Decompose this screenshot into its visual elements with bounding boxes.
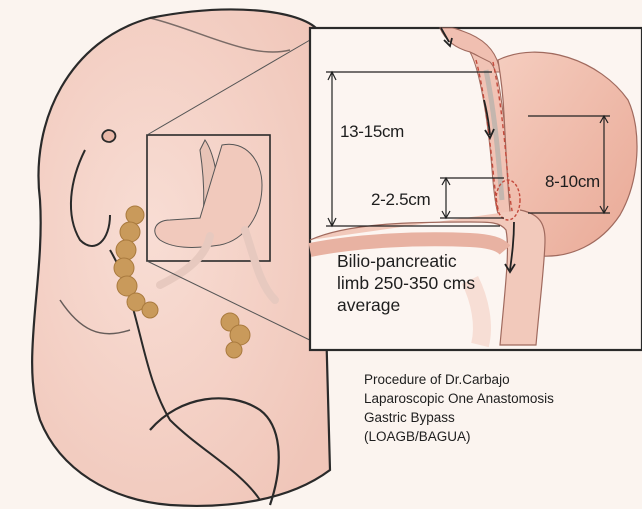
navel xyxy=(102,130,115,142)
procedure-caption: Procedure of Dr.Carbajo Laparoscopic One… xyxy=(364,370,554,446)
colon-segment xyxy=(120,222,140,242)
colon-segment xyxy=(114,258,134,278)
caption-line: Procedure of Dr.Carbajo xyxy=(364,370,554,389)
caption-line: Gastric Bypass xyxy=(364,408,554,427)
limb-label-line: limb 250-350 cms xyxy=(337,272,475,294)
colon-segment xyxy=(142,302,158,318)
limb-label-line: Bilio-pancreatic xyxy=(337,250,475,272)
caption-line: Laparoscopic One Anastomosis xyxy=(364,389,554,408)
limb-label-line: average xyxy=(337,294,475,316)
caption-line: (LOAGB/BAGUA) xyxy=(364,427,554,446)
colon-segment xyxy=(116,240,136,260)
pouch-length-label: 13-15cm xyxy=(340,122,404,142)
anastomosis-width-label: 2-2.5cm xyxy=(371,190,430,210)
torso xyxy=(32,9,330,505)
colon-segment xyxy=(226,342,242,358)
right-length-label: 8-10cm xyxy=(545,172,600,192)
colon-segment xyxy=(126,206,144,224)
biliopancreatic-limb-label: Bilio-pancreatic limb 250-350 cms averag… xyxy=(337,250,475,316)
